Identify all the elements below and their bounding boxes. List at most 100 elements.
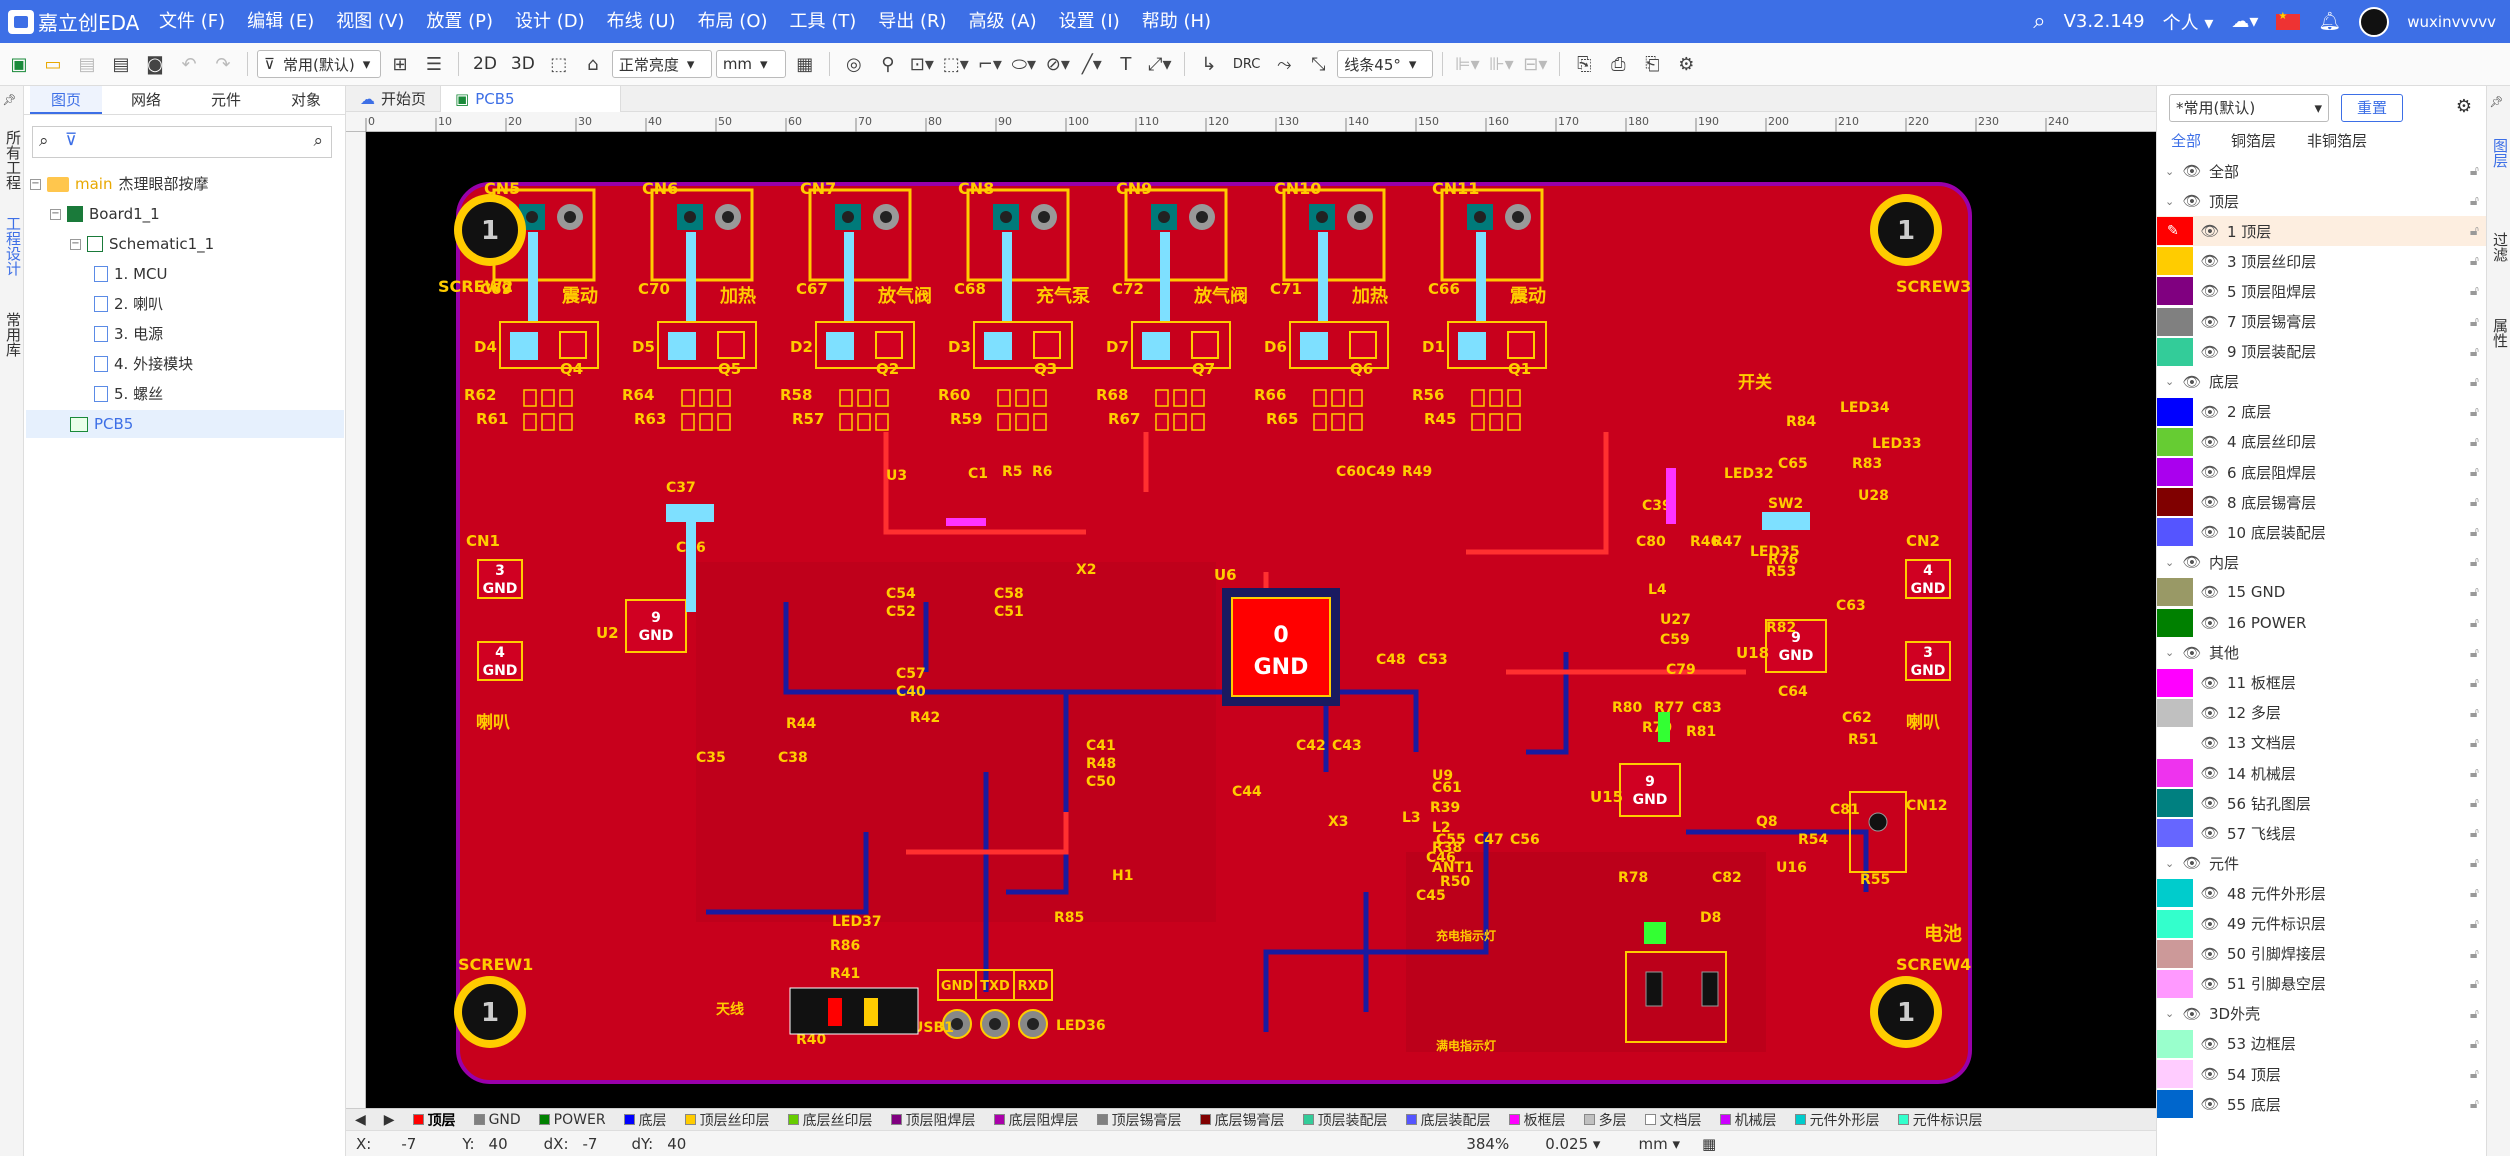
lock-icon[interactable]: 🔓︎ xyxy=(2469,343,2479,360)
collapse-icon[interactable]: ⌄ xyxy=(2165,375,2175,389)
layer-color-swatch[interactable] xyxy=(2157,488,2193,517)
layer-quick-item[interactable]: 底层阻焊层 xyxy=(985,1110,1088,1130)
tab-properties[interactable]: 属性 xyxy=(2491,318,2509,348)
import-icon[interactable]: ⎘ xyxy=(1577,53,1592,75)
align-icon[interactable]: ☰ xyxy=(425,53,443,75)
eye-icon[interactable]: 👁︎ xyxy=(2200,703,2220,722)
layer-quick-item[interactable]: 顶层阻焊层 xyxy=(882,1110,985,1130)
search-icon[interactable]: ⌕ xyxy=(39,131,49,151)
lock-icon[interactable]: 🔓︎ xyxy=(2469,403,2479,420)
layer-item[interactable]: 👁︎2 底层🔓︎ xyxy=(2157,397,2487,427)
layer-color-swatch[interactable] xyxy=(2157,698,2193,727)
undo-icon[interactable]: ↶ xyxy=(181,53,197,75)
tab-all-layers[interactable]: 全部 xyxy=(2171,132,2202,150)
tree-page-item[interactable]: 2. 喇叭 xyxy=(94,290,163,318)
eye-icon[interactable]: 👁︎ xyxy=(2182,1004,2202,1023)
layer-item[interactable]: 👁︎53 边框层🔓︎ xyxy=(2157,1029,2487,1059)
collapse-icon[interactable]: ⌄ xyxy=(2165,555,2175,569)
tree-page-item[interactable]: 5. 螺丝 xyxy=(94,380,163,408)
lock-icon[interactable]: 🔓︎ xyxy=(2469,464,2479,480)
layer-quick-item[interactable]: 底层 xyxy=(615,1110,676,1130)
eye-icon[interactable]: 👁︎ xyxy=(2200,432,2220,451)
lock-icon[interactable]: 🔓︎ xyxy=(2469,765,2479,781)
lock-icon[interactable]: 🔓︎ xyxy=(2469,494,2479,511)
forbid-icon[interactable]: ⊘▾ xyxy=(1045,53,1070,75)
lock-icon[interactable]: 🔓︎ xyxy=(2469,734,2479,751)
layer-item[interactable]: 👁︎56 钻孔图层🔓︎ xyxy=(2157,788,2487,818)
layer-item[interactable]: 👁︎13 文档层🔓︎ xyxy=(2157,728,2487,758)
lock-icon[interactable]: 🔓︎ xyxy=(2469,433,2479,450)
eye-icon[interactable]: 👁︎ xyxy=(2200,252,2220,271)
line-icon[interactable]: ╱▾ xyxy=(1081,53,1102,75)
tab-filter[interactable]: 过滤 xyxy=(2491,232,2509,262)
layer-item[interactable]: ✎👁︎1 顶层🔓︎ xyxy=(2157,216,2487,247)
menu-item-8[interactable]: 导出 (R) xyxy=(878,11,947,32)
layer-group[interactable]: ⌄👁︎内层🔓︎ xyxy=(2165,553,2479,572)
layer-color-swatch[interactable] xyxy=(2157,789,2193,818)
layer-color-swatch[interactable] xyxy=(2157,1029,2193,1058)
collapse-icon[interactable]: ⌄ xyxy=(2165,646,2175,660)
lock-icon[interactable]: 🔓︎ xyxy=(2469,614,2479,631)
lock-icon[interactable]: 🔓︎ xyxy=(2469,554,2479,571)
tree-page-item[interactable]: 1. MCU xyxy=(94,260,167,288)
eye-icon[interactable]: 👁︎ xyxy=(2200,222,2220,241)
layer-quick-item[interactable]: 多层 xyxy=(1575,1110,1636,1130)
eye-icon[interactable]: 👁︎ xyxy=(2200,1034,2220,1053)
eye-icon[interactable]: 👁︎ xyxy=(2200,402,2220,421)
tab-pages[interactable]: 图页 xyxy=(30,86,102,114)
layer-group[interactable]: ⌄👁︎3D外壳🔓︎ xyxy=(2165,1004,2479,1024)
eye-icon[interactable]: 👁︎ xyxy=(2200,463,2220,481)
layer-quick-item[interactable]: GND xyxy=(465,1112,530,1128)
eye-icon[interactable]: 👁︎ xyxy=(2200,824,2220,843)
lock-icon[interactable]: 🔓︎ xyxy=(2469,1066,2479,1082)
username[interactable]: wuxinvvvvv xyxy=(2407,12,2496,31)
avatar[interactable] xyxy=(2359,6,2390,37)
menu-item-9[interactable]: 高级 (A) xyxy=(968,11,1037,32)
menu-item-11[interactable]: 帮助 (H) xyxy=(1141,11,1212,32)
tab-pcb5[interactable]: ▣PCB5 xyxy=(441,86,622,112)
view-2d-button[interactable]: 2D xyxy=(473,54,497,74)
layer-settings-icon[interactable]: ⚙ xyxy=(2455,96,2472,117)
pin-icon[interactable]: ⚲ xyxy=(881,53,895,75)
align-left-icon[interactable]: ⊫▾ xyxy=(1454,53,1480,75)
layer-order-icon[interactable]: ⊟▾ xyxy=(1523,53,1548,75)
layer-quick-item[interactable]: 元件标识层 xyxy=(1889,1110,1992,1130)
eye-icon[interactable]: 👁︎ xyxy=(2182,162,2202,180)
tree-schematic[interactable]: −Schematic1_1 xyxy=(70,235,215,253)
export-image-icon[interactable]: ⎙ xyxy=(1611,53,1626,75)
pin-icon[interactable]: 📌︎ xyxy=(3,92,16,106)
via-icon[interactable]: ◎ xyxy=(845,53,862,75)
eye-icon[interactable]: 👁︎ xyxy=(2182,643,2202,662)
lock-icon[interactable]: 🔓︎ xyxy=(2469,644,2479,661)
menu-item-5[interactable]: 布线 (U) xyxy=(606,11,676,32)
lock-icon[interactable]: 🔓︎ xyxy=(2469,674,2479,691)
layer-group[interactable]: ⌄👁︎顶层🔓︎ xyxy=(2165,192,2479,211)
dimension-icon[interactable]: ⤢▾ xyxy=(1148,53,1172,75)
menu-item-3[interactable]: 放置 (P) xyxy=(426,11,493,32)
layer-group[interactable]: ⌄👁︎其他🔓︎ xyxy=(2165,643,2479,663)
layer-item[interactable]: 👁︎15 GND🔓︎ xyxy=(2157,577,2487,607)
eye-icon[interactable]: 👁︎ xyxy=(2200,342,2220,361)
layer-item[interactable]: 👁︎12 多层🔓︎ xyxy=(2157,698,2487,728)
eye-icon[interactable]: 👁︎ xyxy=(2200,974,2220,993)
layer-quick-item[interactable]: 顶层装配层 xyxy=(1294,1110,1397,1130)
collapse-icon[interactable]: ⌄ xyxy=(2165,164,2175,178)
layer-item[interactable]: 👁︎57 飞线层🔓︎ xyxy=(2157,818,2487,848)
tab-nets[interactable]: 网络 xyxy=(130,91,161,109)
tab-objects[interactable]: 对象 xyxy=(290,91,321,109)
menu-item-4[interactable]: 设计 (D) xyxy=(514,11,585,32)
lock-icon[interactable]: 🔓︎ xyxy=(2469,795,2479,812)
lock-icon[interactable]: 🔓︎ xyxy=(2469,193,2479,210)
preset-select[interactable]: ⊽常用(默认)▾ xyxy=(257,50,381,78)
settings-gear-icon[interactable]: ⚙ xyxy=(1678,53,1695,75)
select-area-icon[interactable]: ⬚▾ xyxy=(942,53,969,75)
open-folder-icon[interactable]: ▭ xyxy=(44,53,62,75)
eye-icon[interactable]: 👁︎ xyxy=(2200,583,2220,602)
layer-color-swatch[interactable] xyxy=(2157,759,2193,787)
view-3d-button[interactable]: 3D xyxy=(510,54,535,74)
tab-non-copper-layers[interactable]: 非铜箔层 xyxy=(2307,132,2368,150)
polygon-icon[interactable]: ⌐▾ xyxy=(977,53,1002,75)
layer-color-swatch[interactable] xyxy=(2157,969,2193,998)
